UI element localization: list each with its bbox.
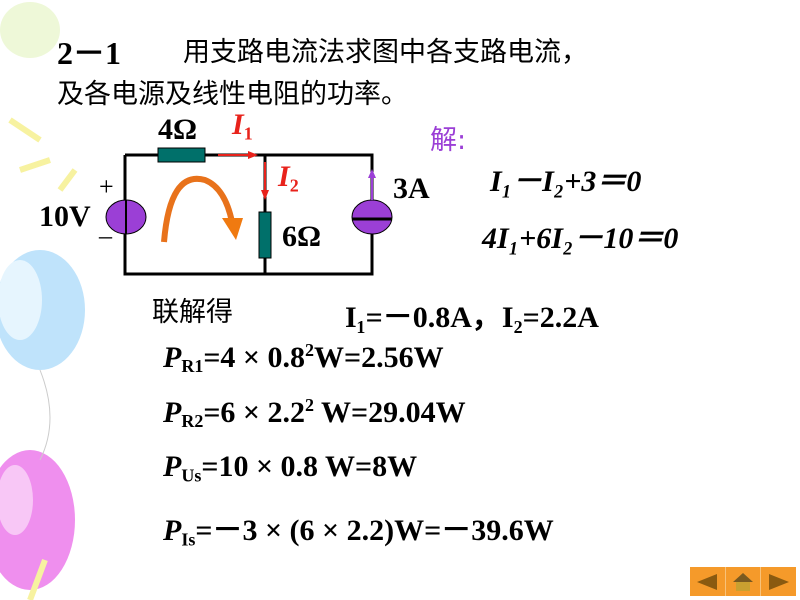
arrow-left-icon [697, 573, 718, 590]
i1-arrow [248, 151, 258, 159]
next-button[interactable] [761, 567, 796, 596]
i2-sub: 2 [289, 175, 299, 196]
r1-label: 4Ω [158, 113, 198, 146]
power-r2: PR2=6 × 2.22 W=29.04W [163, 395, 466, 432]
solution-label: 解: [430, 125, 467, 156]
result: I₁=－0.8A，I₂=2.2A [345, 301, 599, 334]
current-source-label: 3A [393, 172, 430, 205]
equation-1: I₁－I₂+3＝0 [490, 165, 642, 198]
home-icon [733, 572, 753, 591]
arrow-right-icon [768, 573, 789, 590]
power-r1: PR1=4 × 0.82W=2.56W [163, 340, 444, 377]
voltage-label: 10V [39, 200, 91, 233]
problem-number: 2－1 [57, 35, 122, 71]
power-us: PUs=10 × 0.8 W=8W [163, 450, 418, 486]
current-source [351, 199, 393, 235]
previous-button[interactable] [690, 567, 726, 596]
problem-line-2: 及各电源及线性电阻的功率。 [57, 79, 408, 110]
r2-label: 6Ω [282, 220, 322, 253]
i2-arrow [261, 190, 269, 200]
resistor-6ohm [258, 211, 272, 259]
i2-label: I [278, 160, 290, 193]
combined-label: 联解得 [152, 297, 233, 328]
resistor-4ohm [157, 147, 206, 163]
loop-arrow [161, 175, 235, 243]
minus-sign: _ [99, 212, 112, 241]
i1-sub: 1 [243, 123, 253, 144]
home-button[interactable] [726, 567, 762, 596]
i1-label: I [232, 108, 244, 141]
plus-sign: + [99, 172, 114, 201]
equation-2: 4I₁+6I₂－10＝0 [482, 222, 679, 255]
power-is: PIs=－3 × (6 × 2.2)W=－39.6W [163, 514, 554, 550]
slide-navigation [690, 567, 796, 596]
problem-line-1: 用支路电流法求图中各支路电流， [183, 37, 588, 68]
balloon-decoration [0, 2, 85, 600]
